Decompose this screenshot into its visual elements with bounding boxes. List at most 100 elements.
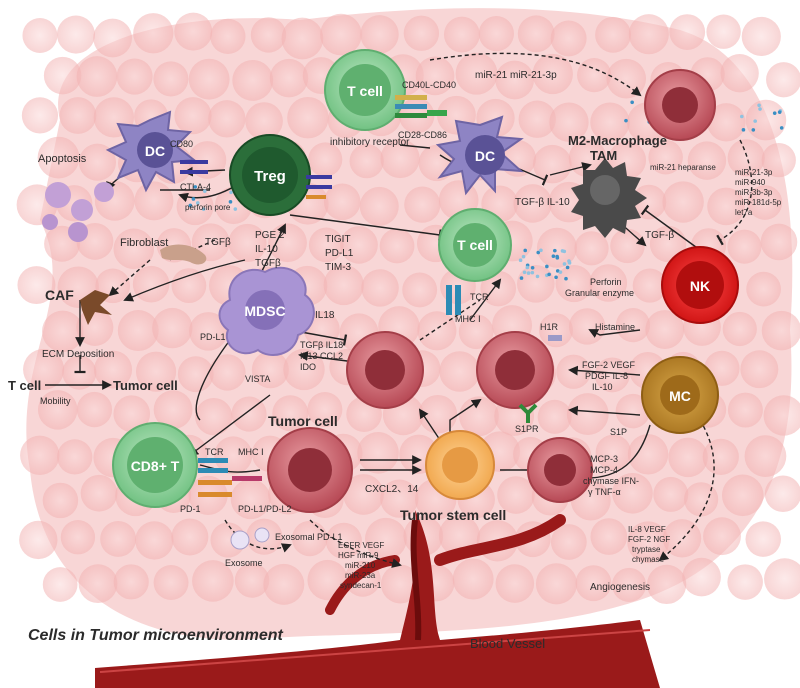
background-tissue-cell <box>684 482 719 517</box>
background-tissue-cell <box>727 229 762 264</box>
cxcl-label: CXCL2、14 <box>365 484 419 495</box>
il10-label: IL-10 <box>255 244 278 255</box>
apoptosis-label: Apoptosis <box>38 153 87 165</box>
perforin-particle <box>777 110 782 114</box>
tigit-label: TIGIT <box>325 234 351 245</box>
macrophage-label-1: M2-Macrophage <box>568 133 667 148</box>
perforin-particle <box>553 248 557 253</box>
perforin-particle <box>772 111 777 115</box>
tgfb-group-0: TGFβ IL18 <box>300 340 343 350</box>
perforin-particle <box>567 261 572 265</box>
background-tissue-cell <box>93 18 132 58</box>
background-tissue-cell <box>452 558 494 600</box>
diagram-caption: Cells in Tumor microenvironment <box>28 627 284 644</box>
background-tissue-cell <box>42 482 79 519</box>
h1r-label: H1R <box>540 322 559 332</box>
background-tissue-cell <box>720 54 759 93</box>
background-tissue-cell <box>78 564 118 604</box>
perforin-particle <box>539 248 543 253</box>
background-tissue-cell <box>360 15 399 54</box>
tumor-cell-right <box>476 331 554 409</box>
background-tissue-cell <box>574 231 609 266</box>
background-tissue-cell <box>195 398 233 436</box>
mir-list-0: miR-21-3p <box>735 168 773 177</box>
background-tissue-cell <box>577 58 612 93</box>
background-tissue-cell <box>497 476 535 514</box>
background-tissue-cell <box>364 517 407 560</box>
tgfb-nk-label: TGF-β <box>645 230 674 241</box>
background-tissue-cell <box>60 520 96 555</box>
background-tissue-cell <box>100 520 137 557</box>
mir-list-1: miR-940 <box>735 178 766 187</box>
background-tissue-cell <box>764 558 800 600</box>
tumor-stem-cell <box>425 430 495 500</box>
dc-top-label: DC <box>475 148 495 164</box>
background-tissue-cell <box>56 15 95 54</box>
blood-vessel <box>95 510 660 688</box>
cd80-label: CD80 <box>170 139 193 149</box>
background-tissue-cell <box>320 13 362 56</box>
pd1-label: PD-1 <box>180 504 201 514</box>
background-tissue-cell <box>174 97 212 135</box>
background-tissue-cell <box>532 53 573 95</box>
il8-group-1: FGF-2 NGF <box>628 535 670 544</box>
perforin-particle <box>551 254 556 259</box>
background-tissue-cell <box>308 142 343 177</box>
background-tissue-cell <box>281 17 324 60</box>
background-tissue-cell <box>459 396 499 437</box>
background-tissue-cell <box>727 564 763 600</box>
tgfb-group-1: IL13 CCL2 <box>300 351 343 361</box>
background-tissue-cell <box>645 310 685 349</box>
background-tissue-cell <box>415 56 455 96</box>
annotation-labels: CD80 CTLA-4 perforin pore inhibitory rec… <box>8 70 782 651</box>
caf-label: CAF <box>45 287 74 303</box>
background-tissue-cell <box>403 15 440 51</box>
perforin-particle <box>740 114 744 119</box>
background-tissue-cell <box>208 100 246 138</box>
background-tissue-cell <box>615 393 651 429</box>
background-tissue-cell <box>308 227 344 263</box>
background-tissue-cell <box>763 395 800 436</box>
background-tissue-cell <box>113 395 151 433</box>
background-tissue-cell <box>518 100 556 138</box>
tumor-cell-center <box>346 331 424 409</box>
background-tissue-cell <box>747 185 783 220</box>
h1r-receptor <box>548 335 562 341</box>
s1pr-label: S1PR <box>515 424 539 434</box>
perforin-particle <box>751 128 756 132</box>
treg-label: Treg <box>254 168 286 185</box>
tumor-cell-top-right <box>644 69 716 141</box>
background-tissue-cell <box>745 521 781 557</box>
tumor-cell-label: Tumor cell <box>268 413 338 429</box>
background-tissue-cell <box>702 438 739 475</box>
mdsc-label: MDSC <box>244 303 285 319</box>
inhibitory-receptor-label: inhibitory receptor <box>330 137 410 148</box>
fibroblast <box>160 244 207 265</box>
mir21-heparanse-label: miR-21 heparanse <box>650 163 716 172</box>
cd8-receptors <box>198 458 262 497</box>
background-tissue-cell <box>615 308 651 343</box>
m2-macrophage <box>571 158 647 238</box>
perforin-particle <box>530 265 535 270</box>
background-tissue-cell <box>361 269 399 307</box>
background-tissue-cell <box>135 521 174 560</box>
perforin-particle <box>547 272 551 277</box>
background-tissue-cell <box>402 272 438 308</box>
tumor-cell-bottom-left <box>267 427 353 513</box>
background-tissue-cell <box>760 223 798 261</box>
background-tissue-cell <box>78 143 117 181</box>
il8-group-0: IL-8 VEGF <box>628 525 666 534</box>
perforin-particle <box>193 185 198 189</box>
t-cell-top-label: T cell <box>347 83 383 99</box>
receptor-cluster-top <box>395 95 447 118</box>
background-tissue-cell <box>153 61 189 97</box>
background-tissue-cell <box>171 268 207 304</box>
background-tissue-cell <box>439 351 480 392</box>
tcr-bottom-label: TCR <box>205 447 224 457</box>
background-tissue-cell <box>251 351 289 389</box>
background-tissue-cell <box>263 563 305 605</box>
perforin-particle <box>741 128 746 132</box>
perforin-particle <box>565 265 570 270</box>
mir-list-4: let7a <box>735 208 753 217</box>
tumor-cell-left-label: Tumor cell <box>113 378 178 393</box>
